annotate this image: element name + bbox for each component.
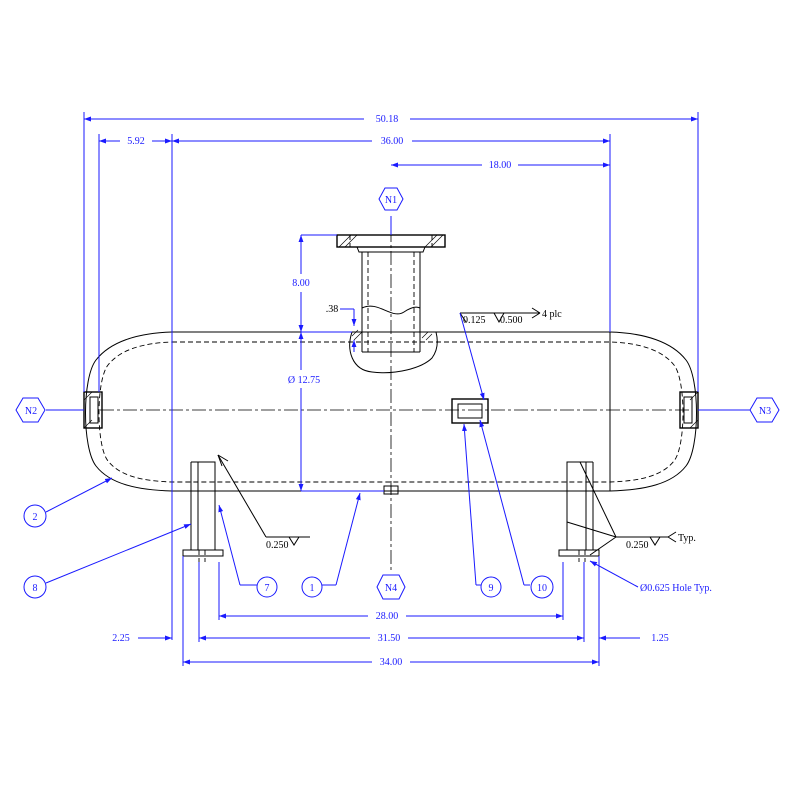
item-1: 1 [301, 492, 361, 598]
tag-n4-label: N4 [385, 583, 397, 594]
item-10: 10 [479, 419, 554, 599]
weld-saddle-left-label: 0.250 [266, 540, 289, 551]
dim-overall-label: 50.18 [376, 114, 399, 125]
item-9-label: 9 [489, 583, 494, 594]
weld-saddle-right-label: 0.250 [626, 540, 649, 551]
nozzle-n1 [336, 234, 446, 374]
tag-n3: N3 [698, 397, 780, 423]
tag-n3-label: N3 [759, 406, 771, 417]
reinforcing-pad [451, 398, 489, 424]
saddle-left [182, 461, 224, 562]
saddle-right [558, 461, 600, 562]
dim-n1-offset: 18.00 [391, 160, 610, 171]
tag-n1: N1 [378, 187, 404, 235]
dim-diameter-label: Ø 12.75 [288, 375, 320, 386]
dim-nozzle-wall: .38 [326, 304, 357, 352]
dim-hole-span-label: 31.50 [378, 633, 401, 644]
nozzle-n3 [679, 391, 699, 429]
dim-overall: 50.18 [84, 114, 698, 125]
tag-n4: N4 [376, 574, 406, 600]
dim-right-gap: 1.25 [599, 633, 669, 644]
weld-note-pad: 0.125 0.500 4 plc [459, 307, 562, 401]
tag-n2-label: N2 [25, 406, 37, 417]
dim-n1-offset-label: 18.00 [489, 160, 512, 171]
dim-left-gap: 2.25 [112, 633, 172, 644]
dim-nozzle-height: 8.00 [292, 235, 310, 332]
tag-n2: N2 [15, 397, 84, 423]
dim-saddle-outer: 34.00 [183, 657, 599, 668]
nozzle-n4 [383, 485, 399, 495]
dim-saddle-outer-label: 34.00 [380, 657, 403, 668]
dim-right-gap-label: 1.25 [651, 633, 669, 644]
dim-shell-length: 36.00 [172, 136, 610, 147]
item-9: 9 [462, 423, 502, 598]
hole-note-label: Ø0.625 Hole Typ. [640, 583, 712, 594]
dim-hole-span: 31.50 [199, 633, 584, 644]
item-10-label: 10 [537, 583, 547, 594]
vessel-shell [85, 228, 697, 570]
weld-saddle-right-note: Typ. [678, 533, 696, 544]
dim-nozzle-wall-label: .38 [326, 304, 339, 315]
hole-note: Ø0.625 Hole Typ. [589, 560, 712, 594]
weld-pad-b: 0.500 [500, 315, 523, 326]
dim-left-gap-label: 2.25 [112, 633, 130, 644]
extension-lines [83, 112, 699, 666]
weld-pad-a: 0.125 [463, 315, 486, 326]
dim-saddle-inner-label: 28.00 [376, 611, 399, 622]
dim-nozzle-height-label: 8.00 [292, 278, 310, 289]
dim-left-offset-label: 5.92 [127, 136, 145, 147]
item-7: 7 [218, 504, 278, 598]
dim-saddle-inner: 28.00 [219, 611, 563, 622]
weld-note-saddle-right: 0.250 Typ. [566, 461, 696, 556]
dim-left-offset: 5.92 [99, 136, 172, 147]
item-1-label: 1 [310, 583, 315, 594]
weld-note-saddle-left: 0.250 [217, 454, 310, 551]
item-8-label: 8 [33, 583, 38, 594]
dim-diameter: Ø 12.75 [288, 332, 320, 491]
item-8: 8 [23, 523, 192, 599]
item-7-label: 7 [265, 583, 270, 594]
item-2-label: 2 [33, 512, 38, 523]
tag-n1-label: N1 [385, 195, 397, 206]
weld-pad-count: 4 plc [542, 309, 562, 320]
dim-shell-length-label: 36.00 [381, 136, 404, 147]
item-2: 2 [23, 477, 113, 528]
